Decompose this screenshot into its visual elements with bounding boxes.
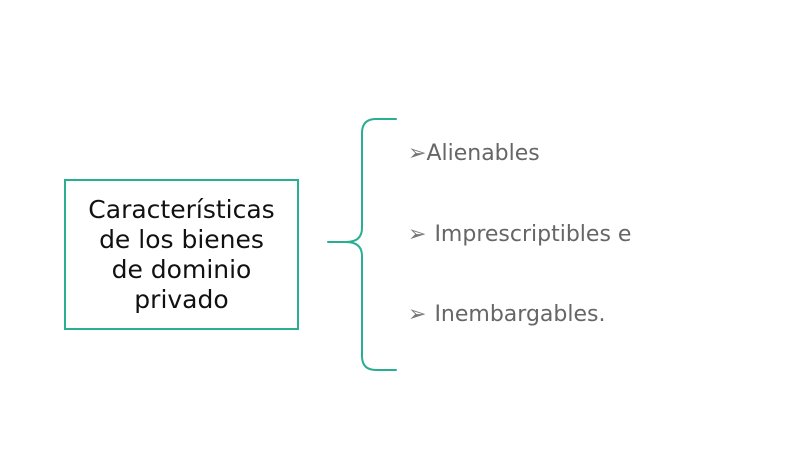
main-concept-line: de los bienes xyxy=(99,224,264,254)
characteristic-text: Inembargables. xyxy=(434,302,606,327)
characteristic-text: Alienables xyxy=(426,141,540,166)
arrow-bullet-icon: ➢ xyxy=(408,222,427,247)
main-concept-box: Características de los bienes de dominio… xyxy=(64,179,299,330)
main-concept-line: Características xyxy=(88,194,275,224)
main-concept-line: privado xyxy=(134,284,229,314)
characteristic-item-alienables: ➢Alienables xyxy=(408,141,540,166)
arrow-bullet-icon: ➢ xyxy=(408,302,427,327)
arrow-bullet-icon: ➢ xyxy=(408,141,427,166)
characteristic-item-inembargables: ➢ Inembargables. xyxy=(408,302,605,327)
characteristic-text: Imprescriptibles e xyxy=(434,222,632,247)
main-concept-label: Características de los bienes de dominio… xyxy=(88,195,274,315)
main-concept-line: de dominio xyxy=(111,254,252,284)
characteristic-item-imprescriptibles: ➢ Imprescriptibles e xyxy=(408,222,631,247)
curly-brace-path xyxy=(327,118,397,371)
